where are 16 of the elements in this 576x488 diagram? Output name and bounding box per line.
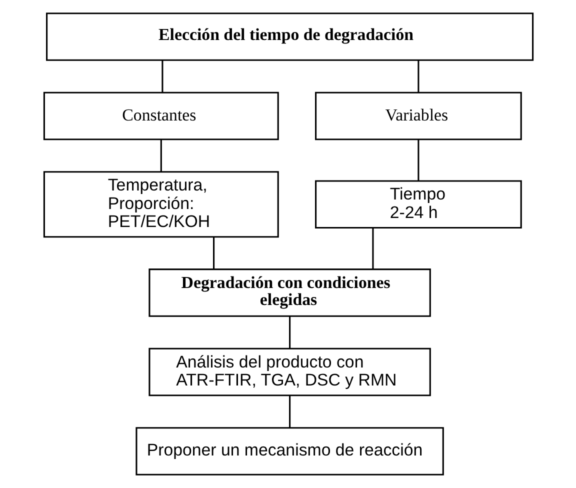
node-box: Variables: [314, 92, 522, 140]
node-box: Tiempo 2-24 h: [314, 180, 522, 229]
connector: [288, 396, 290, 428]
connector: [372, 228, 374, 269]
node-box: Constantes: [42, 92, 278, 140]
node-box: Proponer un mecanismo de reacción: [135, 427, 444, 476]
connector: [417, 60, 419, 92]
node-box: Elección del tiempo de degradación: [46, 12, 534, 61]
connector: [161, 60, 163, 92]
node-box: Temperatura, Proporción: PET/EC/KOH: [42, 171, 278, 238]
connector: [160, 140, 162, 172]
connector: [417, 140, 419, 181]
node-box: Degradación con condiciones elegidas: [148, 268, 430, 317]
connector: [212, 237, 214, 270]
connector: [288, 316, 290, 348]
node-box: Análisis del producto con ATR-FTIR, TGA, DSC y RMN: [148, 348, 430, 396]
